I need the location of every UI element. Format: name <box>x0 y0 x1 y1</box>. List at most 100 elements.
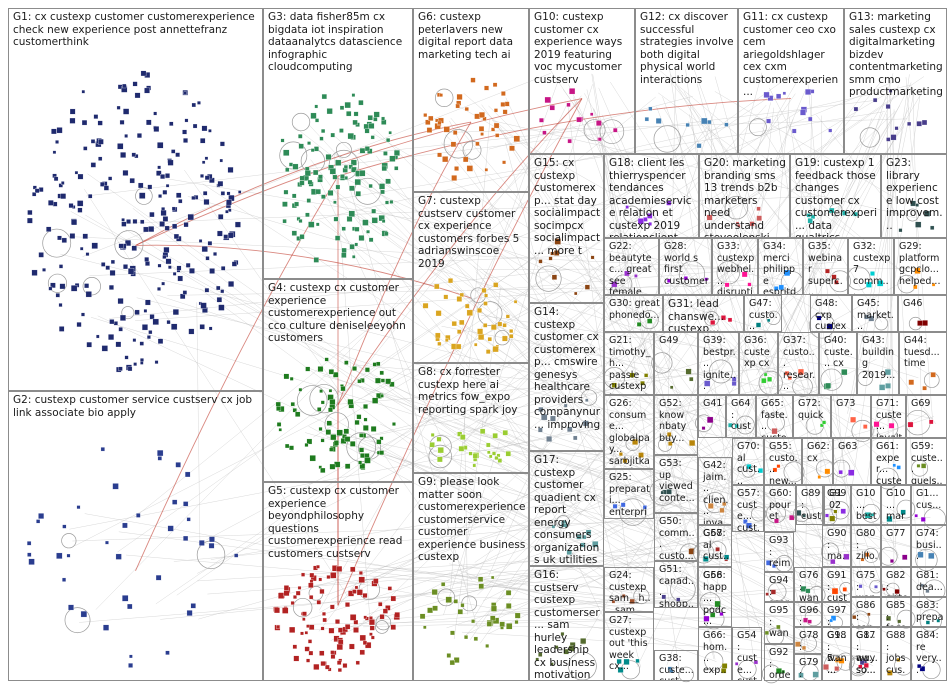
group-panel-g42: G42: jaim... clien... inya... may... <box>698 457 732 525</box>
group-panel-g92: G92: order <box>764 644 794 681</box>
group-label: G59: custe... quels... <box>911 441 943 485</box>
group-label: G69 <box>911 398 931 409</box>
group-panel-g84: G84: re very... <box>911 627 947 681</box>
group-label: G97: cus... <box>827 605 847 627</box>
group-label: G83: prepa... shop... <box>916 600 944 626</box>
group-panel-g9: G9: please look matter soon customerexpe… <box>413 473 529 681</box>
group-panel-g11: G11: cx custexp customer ceo cxo cem ari… <box>738 8 844 154</box>
group-label: G4: custexp cx customer experience custo… <box>268 282 406 344</box>
group-panel-g89: G89: cust... cust... <box>796 485 824 525</box>
group-label: G26: consume... globalpay... sarbjitkau.… <box>609 398 650 468</box>
group-panel-g2: G2: custexp customer service custserv cx… <box>8 391 263 681</box>
group-panel-g53: G53: up viewed conte... <box>654 455 698 513</box>
group-label: G81: dea... <box>916 570 943 593</box>
group-label: G58: al cust... <box>703 528 729 566</box>
group-label: G51: canad... shopp... expec... <box>659 564 694 608</box>
group-label: G20: marketing branding sms 13 trends b2… <box>704 157 786 238</box>
group-label: G91: custo... wan... <box>827 570 847 602</box>
group-panel-g102: G102 <box>824 485 851 525</box>
group-label: G30: great phonedo... <box>609 298 660 321</box>
group-label: G19: custexp 1 feedback those changes cu… <box>795 157 878 238</box>
group-label: G47: custo... annual... <box>749 298 778 332</box>
group-label: G35: webinar superc... contact... <box>808 241 843 295</box>
group-label: G85: faceb... i'm <box>886 600 906 626</box>
group-panel-g36: G36: custexp cx <box>739 332 778 395</box>
group-panel-g39: G39: bestpr... ignite... <box>698 332 739 395</box>
group-label: G55: custo... new... <box>769 441 798 485</box>
group-panel-g14: G14: custexp customer cx customerexp... … <box>529 303 604 451</box>
group-panel-g22: G22: beautytec... great see female cto m… <box>604 238 659 295</box>
group-label: G1: cx custexp customer customerexperien… <box>13 11 255 48</box>
group-panel-g73: G73 <box>831 395 871 438</box>
group-panel-g8: G8: cx forrester custexp here ai metrics… <box>413 363 529 473</box>
group-label: G76: wan... <box>799 570 819 602</box>
group-panel-g90: G90: ma... 5... <box>822 525 851 567</box>
group-panel-g6: G6: custexp peterlavers new digital repo… <box>413 8 529 192</box>
group-label: G41 <box>703 398 723 409</box>
group-panel-g30: G30: great phonedo... <box>604 295 663 332</box>
group-panel-g46: G46 <box>898 295 947 332</box>
group-label: G39: bestpr... ignite... <box>703 335 736 392</box>
group-label: G5: custexp cx customer experience beyon… <box>268 485 403 560</box>
group-panel-g76: G76: wan... <box>794 567 822 602</box>
group-label: G42: jaim... clien... inya... may... <box>703 460 729 525</box>
group-label: G2: custexp customer service custserv cx… <box>13 394 253 419</box>
group-label: G32: custexp 7 comm... <box>853 241 891 295</box>
group-panel-g85: G85: faceb... i'm <box>881 597 911 627</box>
group-panel-g34: G34: merci philippe espritd... <box>758 238 803 295</box>
group-panel-g51: G51: canad... shopp... expec... <box>654 561 698 608</box>
group-panel-g78: G78: hu... <box>794 627 822 654</box>
group-label: G82: airte... <box>886 570 908 596</box>
group-panel-g13: G13: marketing sales custexp cx digitalm… <box>844 8 947 154</box>
group-label: G64: cust... custo... <box>731 398 751 438</box>
group-label: G95: wan... <box>769 605 789 643</box>
group-panel-g38: G38: custe... cust... <box>654 650 698 681</box>
group-panel-g97: G97: cus... <box>822 602 851 627</box>
group-label: G29: platform gcpclo... helped... <box>899 241 941 287</box>
group-panel-g65: G65: faste... custo... <box>756 395 793 438</box>
group-label: G24: custexp sam__h... sam hurley custom… <box>609 570 651 612</box>
group-label: G89: cust... cust... <box>801 488 821 524</box>
group-panel-g77: G77 <box>881 525 911 567</box>
group-label: G44: tuesd... time <box>904 335 940 369</box>
group-label: G1... aw... so... <box>856 630 878 676</box>
group-panel-g45: G45: market... edtech... <box>852 295 898 332</box>
group-panel-g32: G32: custexp 7 comm... <box>848 238 894 295</box>
group-label: G66: hom... exp... <box>703 630 728 680</box>
group-panel-g83: G83: prepa... shop... <box>911 597 947 627</box>
group-panel-g67: G67 <box>698 525 732 567</box>
group-label: G88: jobs cus... <box>886 630 906 680</box>
group-panel-g63: G63 <box>833 438 871 485</box>
group-panel-g50: G50: comm... custo... sense... <box>654 513 698 561</box>
group-label: G3: data fisher85m cx bigdata iot inspir… <box>268 11 403 73</box>
group-label: G86: can... sho... <box>856 600 876 626</box>
group-label: G14: custexp customer cx customerexp... … <box>534 306 601 431</box>
group-label: G17: custexp customer quadient cx report… <box>534 454 600 566</box>
group-label: G10... best... <box>856 488 877 524</box>
group-panel-g25: G25: preparati... enterprise connect 201… <box>604 469 654 519</box>
group-panel-g101: G1... wan... <box>822 627 851 681</box>
group-label: G22: beautytec... great see female cto m… <box>609 241 652 295</box>
group-panel-g62: G62: cx <box>802 438 833 485</box>
group-panel-g61: G61: exper... custe... <box>871 438 906 485</box>
group-label: G49 <box>659 335 679 346</box>
group-label: G96: ma... hoe... <box>799 605 819 627</box>
group-label: G6: custexp peterlavers new digital repo… <box>418 11 514 61</box>
group-label: G75: wan... <box>856 570 876 596</box>
group-panel-g93: G93: reim... <box>764 532 794 572</box>
group-panel-g26: G26: consume... globalpay... sarbjitkau.… <box>604 395 654 469</box>
group-panel-g60: G60: pour et <box>764 485 796 532</box>
group-panel-g41: G41 <box>698 395 726 438</box>
group-panel-g7: G7: custexp custserv customer cx experie… <box>413 192 529 363</box>
group-label: G1... wan... <box>827 630 847 676</box>
group-label: G21: timothy_h... passle custexp innovat… <box>609 335 651 394</box>
group-label: G16: custserv custexp customerser... sam… <box>534 569 600 681</box>
group-label: G18: client les thierryspencer tendances… <box>609 157 692 238</box>
group-label: G65: faste... custo... <box>761 398 790 438</box>
group-panel-g24: G24: custexp sam__h... sam hurley custom… <box>604 567 654 612</box>
group-panel-g68: G68 <box>698 567 732 627</box>
group-label: G13: marketing sales custexp cx digitalm… <box>849 11 943 98</box>
group-label: G28: world s first customer... <box>664 241 709 295</box>
group-label: G98: 5... ... <box>827 630 847 676</box>
